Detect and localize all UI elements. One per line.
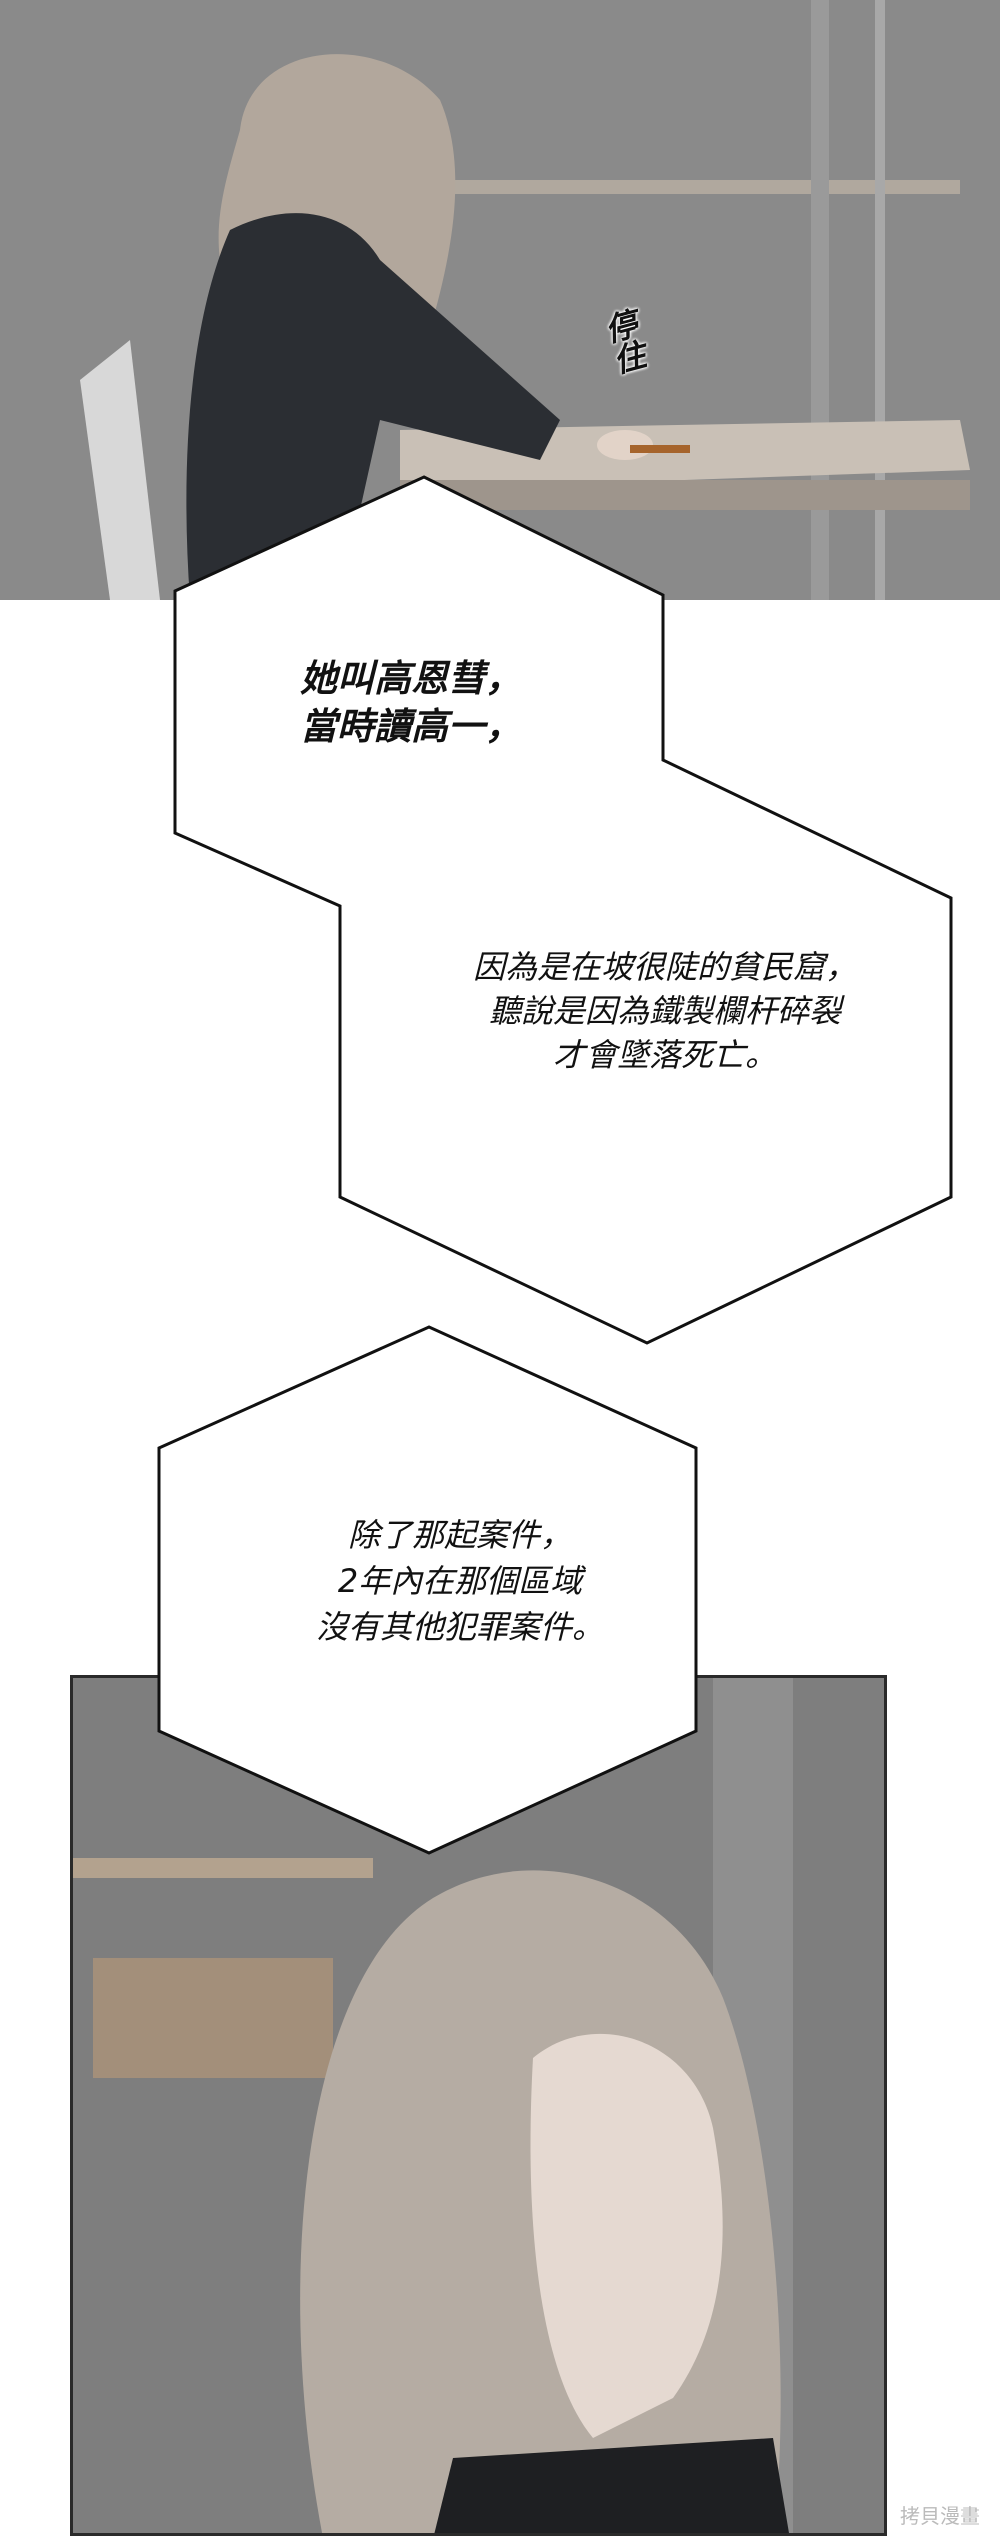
speech-bubble-3-text: 除了那起案件， 2年內在那個區域 沒有其他犯罪案件。: [315, 1516, 604, 1646]
speech-bubble-1-text: 她叫高恩彗， 當時讀高一，: [300, 657, 522, 748]
speech-bubble-3: [157, 1325, 698, 1855]
panel-woman-at-desk: 停住: [0, 0, 1000, 600]
panel-art: [0, 0, 1000, 600]
panel-woman-profile: [70, 1675, 887, 2536]
speech-bubble-group: [173, 475, 953, 1345]
panel-art: [73, 1678, 884, 2533]
speech-bubble-2-text: 因為是在坡很陡的貧民窟， 聽說是因為鐵製欄杆碎裂 才會墜落死亡。: [472, 948, 857, 1074]
watermark: 拷貝漫畫: [900, 2504, 980, 2528]
